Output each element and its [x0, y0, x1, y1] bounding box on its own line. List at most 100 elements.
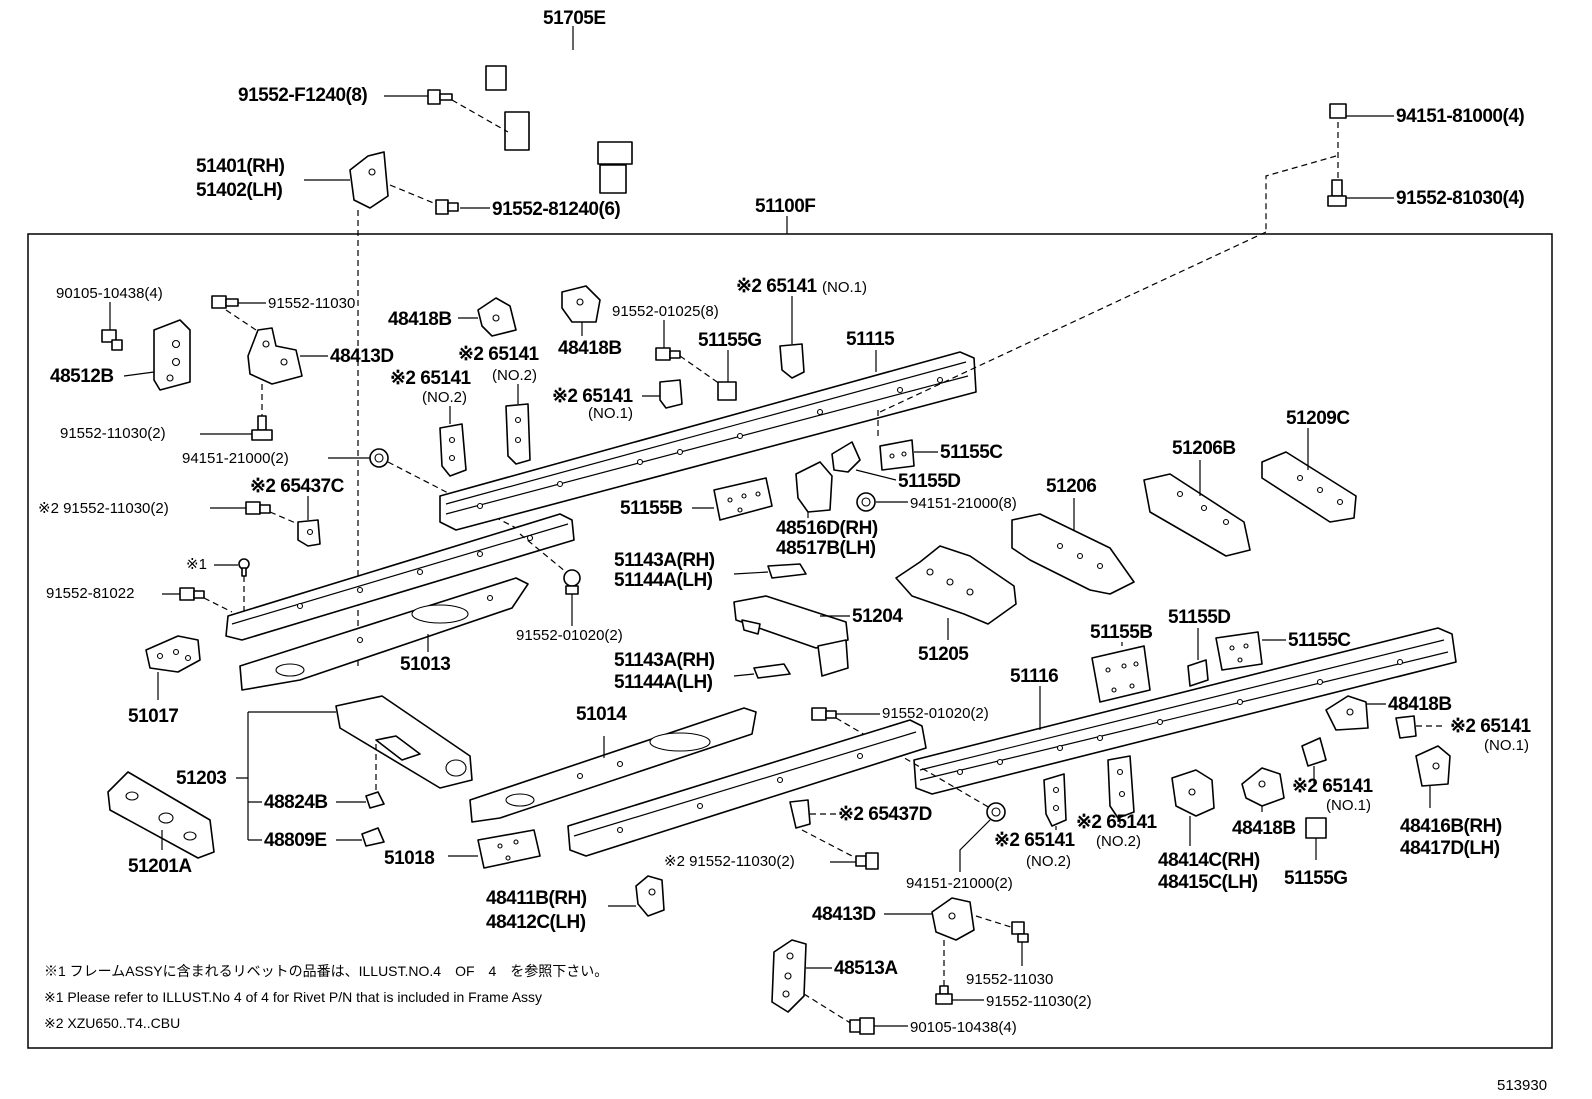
- label-51155G-b: 51155G: [1284, 868, 1348, 889]
- nut-icon: [986, 802, 1006, 822]
- label-94151-21000-b: 94151-21000(8): [910, 495, 1017, 512]
- label-51143A-a: 51143A(RH): [614, 550, 715, 571]
- label-51143A-b: 51143A(RH): [614, 650, 715, 671]
- bolt-icon: [855, 852, 879, 870]
- label-51018: 51018: [384, 848, 434, 869]
- label-65141-n2-b-sub: (NO.2): [422, 389, 467, 406]
- bracket-icon: [1301, 737, 1327, 767]
- label-51155G-a: 51155G: [698, 330, 762, 351]
- bracket-icon: [779, 343, 805, 379]
- rivet-icon: [238, 558, 250, 577]
- label-48516D: 48516D(RH): [776, 518, 878, 539]
- label-91552-81240: 91552-81240(6): [492, 199, 620, 220]
- bolt-icon: [811, 707, 837, 721]
- note-rivet-en: ※1 Please refer to ILLUST.No 4 of 4 for …: [44, 989, 542, 1005]
- bracket-icon: [795, 461, 833, 513]
- bracket-icon: [713, 477, 773, 521]
- label-65141-n1-c-sub: (NO.1): [1484, 737, 1529, 754]
- bracket-icon: [1241, 767, 1285, 807]
- label-65141-n2-d: ※2 65141: [994, 830, 1076, 851]
- bracket-icon: [717, 381, 737, 401]
- label-94151-21000-c: 94151-21000(2): [906, 875, 1013, 892]
- label-48415C: 48415C(LH): [1158, 872, 1258, 893]
- label-91552-01025: 91552-01025(8): [612, 303, 719, 320]
- diagram-id: 513930: [1497, 1077, 1547, 1094]
- label-51155C-a: 51155C: [940, 442, 1003, 463]
- label-48418B-a: 48418B: [388, 309, 452, 330]
- label-65437D: ※2 65437D: [838, 804, 932, 825]
- bolt-icon: [935, 985, 953, 1005]
- crossmember-icon: [733, 595, 849, 677]
- bracket-icon: [1171, 769, 1215, 817]
- label-48411B: 48411B(RH): [486, 888, 587, 909]
- bracket-icon: [153, 319, 191, 391]
- nut-icon: [563, 569, 581, 595]
- label-65141-n1-b: ※2 65141: [552, 386, 634, 407]
- bolt-icon: [1327, 179, 1347, 207]
- frame-rail-icon: [239, 577, 529, 691]
- label-48413D-a: 48413D: [330, 346, 394, 367]
- label-51155C-b: 51155C: [1288, 630, 1351, 651]
- label-51201A: 51201A: [128, 856, 192, 877]
- label-rivet: ※1: [186, 556, 207, 573]
- label-91552-11030-c: ※2 91552-11030(2): [38, 500, 169, 517]
- label-51204: 51204: [852, 606, 903, 627]
- label-94151-21000-a: 94151-21000(2): [182, 450, 289, 467]
- note-rivet-jp: ※1 フレームASSYに含まれるリベットの品番は、ILLUST.NO.4 OF …: [44, 963, 608, 979]
- bolt-icon: [1011, 921, 1029, 943]
- label-65141-n1-d-sub: (NO.1): [1326, 797, 1371, 814]
- label-65141-n1-a-sub: (NO.1): [822, 279, 867, 296]
- label-51206: 51206: [1046, 476, 1096, 497]
- bracket-icon: [439, 423, 467, 477]
- label-91552-81022: 91552-81022: [46, 585, 134, 602]
- label-51115: 51115: [846, 329, 895, 350]
- frame-rail-icon: [225, 513, 575, 641]
- bracket-icon: [659, 379, 683, 409]
- label-48417D: 48417D(LH): [1400, 838, 1500, 859]
- bolt-icon: [849, 1017, 875, 1035]
- nut-icon: [369, 448, 389, 468]
- bolt-icon: [101, 329, 123, 351]
- label-51705E: 51705E: [543, 8, 606, 29]
- label-51155B-a: 51155B: [620, 498, 683, 519]
- label-65141-n2-a-sub: (NO.2): [492, 367, 537, 384]
- label-65141-n1-a: ※2 65141: [736, 276, 818, 297]
- frame-rail-icon: [469, 707, 757, 823]
- label-65141-n1-c: ※2 65141: [1450, 716, 1532, 737]
- label-94151-81000: 94151-81000(4): [1396, 106, 1524, 127]
- label-48412C: 48412C(LH): [486, 912, 586, 933]
- bracket-icon: [1325, 695, 1369, 731]
- bracket-icon: [831, 441, 861, 473]
- crossmember-icon: [335, 695, 473, 789]
- bracket-icon: [561, 285, 601, 323]
- label-51144A-b: 51144A(LH): [614, 672, 713, 693]
- bracket-icon: [1215, 631, 1263, 671]
- bolt-icon: [655, 347, 681, 361]
- label-51013: 51013: [400, 654, 450, 675]
- label-65141-n2-b: ※2 65141: [390, 368, 472, 389]
- label-51401: 51401(RH): [196, 156, 285, 177]
- bracket-icon: [1415, 745, 1451, 787]
- label-91552-11030-b: 91552-11030(2): [60, 425, 166, 442]
- label-48418B-d: 48418B: [1232, 818, 1296, 839]
- frame-rail-icon: [567, 719, 927, 857]
- label-51203: 51203: [176, 768, 226, 789]
- assembly-label: 51100F: [755, 196, 815, 217]
- label-65141-n1-d: ※2 65141: [1292, 776, 1374, 797]
- label-65141-n2-a: ※2 65141: [458, 344, 540, 365]
- label-48416B: 48416B(RH): [1400, 816, 1502, 837]
- nut-icon: [856, 492, 876, 512]
- note-model: ※2 XZU650..T4..CBU: [44, 1015, 180, 1031]
- bolt-icon: [251, 415, 273, 441]
- label-91552-11030-e: 91552-11030: [966, 971, 1053, 988]
- frame-rail-icon: [439, 351, 977, 531]
- crossmember-icon: [1011, 513, 1135, 595]
- label-48414C: 48414C(RH): [1158, 850, 1260, 871]
- label-65141-n2-c: ※2 65141: [1076, 812, 1158, 833]
- label-48512B: 48512B: [50, 366, 114, 387]
- bracket-icon: [247, 327, 303, 385]
- bracket-icon: [1107, 755, 1135, 819]
- bracket-icon: [297, 519, 321, 547]
- label-65141-n2-c-sub: (NO.2): [1096, 833, 1141, 850]
- label-51206B: 51206B: [1172, 438, 1236, 459]
